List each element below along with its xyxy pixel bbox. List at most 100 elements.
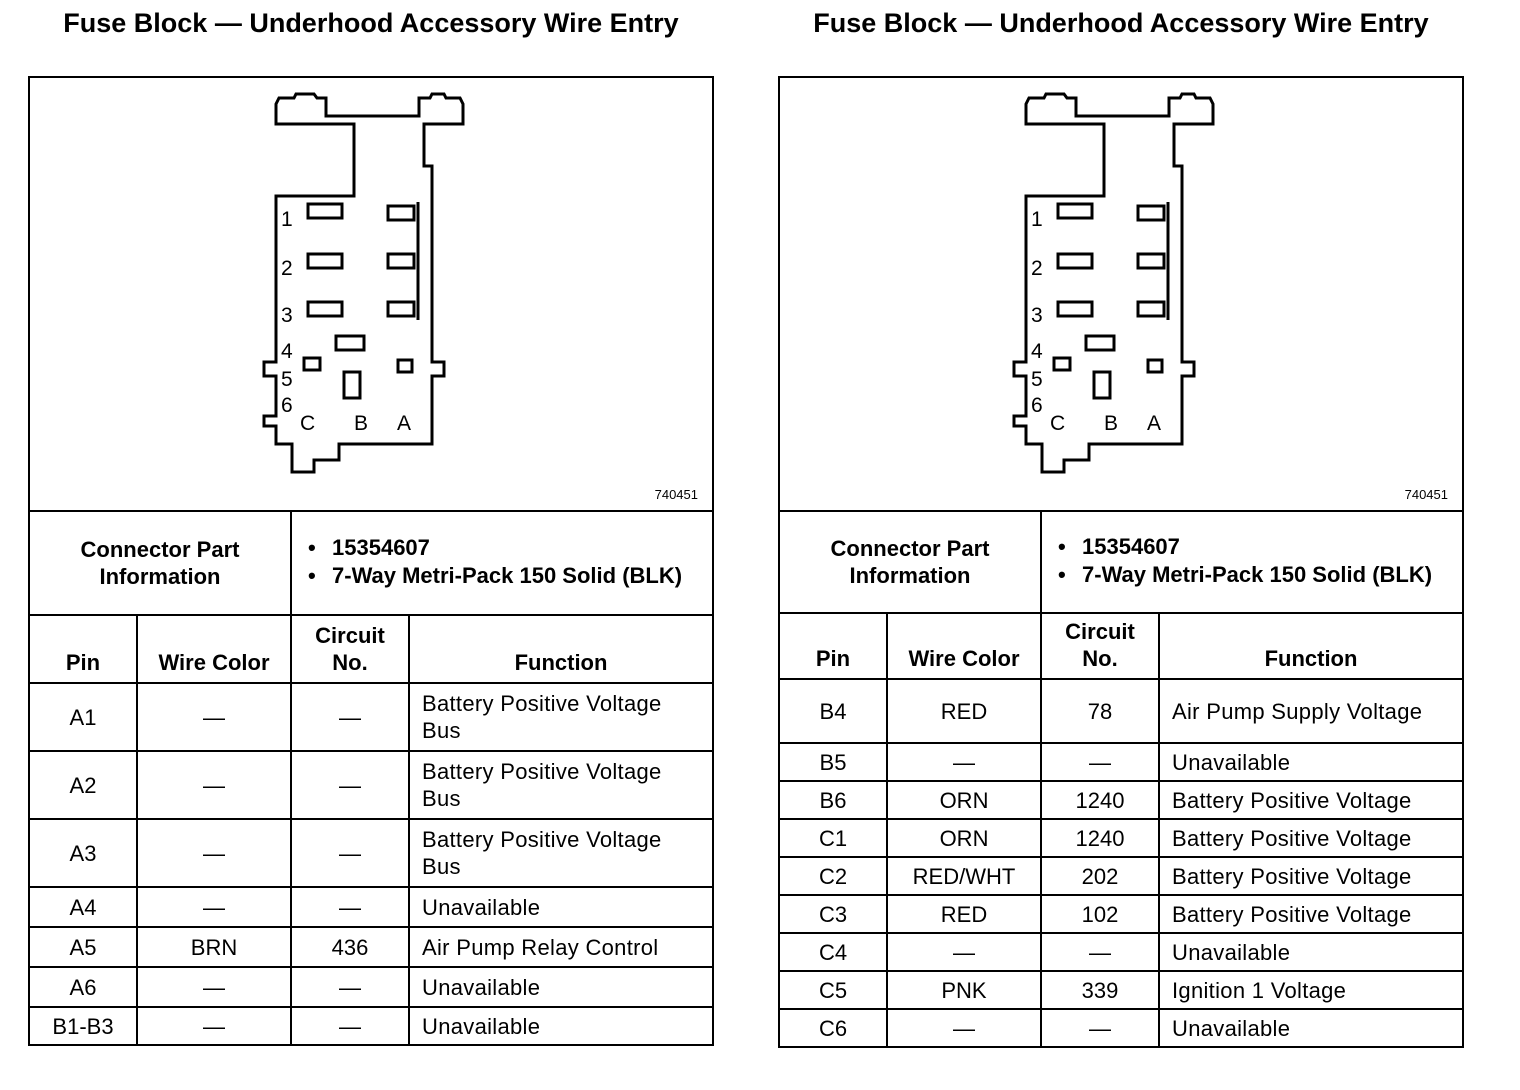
connector-part-number: 15354607: [308, 534, 704, 562]
header-function: Function: [1158, 612, 1464, 680]
table-row: A1 — — Battery Positive Voltage Bus: [28, 682, 714, 752]
diagram-row-label-6: 6: [1031, 394, 1043, 417]
wire-color-cell: BRN: [135, 926, 293, 968]
table-row: C1 ORN 1240 Battery Positive Voltage: [778, 818, 1464, 858]
function-cell: Unavailable: [1158, 1008, 1464, 1048]
wire-color-cell: —: [135, 818, 293, 888]
table-row: C4 — — Unavailable: [778, 932, 1464, 972]
wire-color-cell: ORN: [885, 818, 1043, 858]
diagram-row-label-3: 3: [1031, 304, 1043, 327]
function-cell: Unavailable: [1158, 932, 1464, 972]
table-row: C5 PNK 339 Ignition 1 Voltage: [778, 970, 1464, 1010]
circuit-cell: —: [1040, 742, 1161, 782]
panel-title: Fuse Block — Underhood Accessory Wire En…: [63, 8, 679, 38]
pin-cell: B1-B3: [28, 1006, 138, 1046]
wire-color-cell: —: [885, 932, 1043, 972]
pin-cell: A4: [28, 886, 138, 928]
diagram-row-label-3: 3: [281, 304, 293, 327]
diagram-col-label-c: C: [1050, 412, 1065, 435]
diagram-col-label-a: A: [1147, 412, 1161, 435]
table-row: A5 BRN 436 Air Pump Relay Control: [28, 926, 714, 968]
diagram-row-label-1: 1: [1031, 208, 1043, 231]
table-row: A4 — — Unavailable: [28, 886, 714, 928]
circuit-cell: 202: [1040, 856, 1161, 896]
wire-color-cell: RED: [885, 678, 1043, 744]
pin-cell: A3: [28, 818, 138, 888]
circuit-cell: —: [1040, 1008, 1161, 1048]
connector-face-drawing: 1 2 3 4 5 6 C B A: [1012, 92, 1215, 474]
table-row: C2 RED/WHT 202 Battery Positive Voltage: [778, 856, 1464, 896]
diagram-row-label-6: 6: [281, 394, 293, 417]
header-circuit: Circuit No.: [290, 614, 411, 684]
circuit-cell: 78: [1040, 678, 1161, 744]
header-pin: Pin: [28, 614, 138, 684]
diagram-row-label-4: 4: [1031, 340, 1043, 363]
function-cell: Battery Positive Voltage Bus: [408, 682, 714, 752]
connector-part-info: 15354607 7-Way Metri-Pack 150 Solid (BLK…: [1040, 510, 1464, 614]
function-cell: Ignition 1 Voltage: [1158, 970, 1464, 1010]
circuit-cell: 1240: [1040, 818, 1161, 858]
diagram-row-label-1: 1: [281, 208, 293, 231]
function-cell: Battery Positive Voltage: [1158, 856, 1464, 896]
connector-type: 7-Way Metri-Pack 150 Solid (BLK): [308, 562, 704, 590]
function-cell: Battery Positive Voltage: [1158, 780, 1464, 820]
connector-part-number: 15354607: [1058, 533, 1454, 561]
diagram-col-label-b: B: [354, 412, 368, 435]
function-cell: Unavailable: [408, 1006, 714, 1046]
pin-cell: B6: [778, 780, 888, 820]
function-cell: Air Pump Supply Voltage: [1158, 678, 1464, 744]
table-row: B5 — — Unavailable: [778, 742, 1464, 782]
table-row: C6 — — Unavailable: [778, 1008, 1464, 1048]
circuit-cell: 436: [290, 926, 411, 968]
wire-color-cell: —: [135, 966, 293, 1008]
circuit-cell: 1240: [1040, 780, 1161, 820]
header-wire-color: Wire Color: [135, 614, 293, 684]
function-cell: Battery Positive Voltage Bus: [408, 818, 714, 888]
circuit-cell: —: [290, 818, 411, 888]
header-function: Function: [408, 614, 714, 684]
pin-cell: C4: [778, 932, 888, 972]
circuit-cell: —: [1040, 932, 1161, 972]
diagram-col-label-a: A: [397, 412, 411, 435]
table-row: A2 — — Battery Positive Voltage Bus: [28, 750, 714, 820]
figure-number: 740451: [1404, 487, 1448, 502]
circuit-cell: —: [290, 886, 411, 928]
connector-panel-left: Fuse Block — Underhood Accessory Wire En…: [27, 0, 714, 1046]
pin-cell: C2: [778, 856, 888, 896]
diagram-row-label-2: 2: [281, 257, 293, 280]
connector-table: Connector Part Information 15354607 7-Wa…: [27, 510, 714, 1046]
connector-diagram: 1 2 3 4 5 6 C B A 740451: [28, 76, 714, 510]
connector-panel-right: Fuse Block — Underhood Accessory Wire En…: [777, 0, 1464, 1048]
connector-part-info: 15354607 7-Way Metri-Pack 150 Solid (BLK…: [290, 510, 714, 616]
table-row: B6 ORN 1240 Battery Positive Voltage: [778, 780, 1464, 820]
pin-cell: A5: [28, 926, 138, 968]
table-row: B1-B3 — — Unavailable: [28, 1006, 714, 1046]
table-row: C3 RED 102 Battery Positive Voltage: [778, 894, 1464, 934]
wire-color-cell: —: [135, 682, 293, 752]
connector-face-drawing: 1 2 3 4 5 6 C B A: [262, 92, 465, 474]
diagram-col-label-c: C: [300, 412, 315, 435]
pin-cell: C5: [778, 970, 888, 1010]
diagram-row-label-5: 5: [1031, 368, 1043, 391]
wire-color-cell: —: [135, 750, 293, 820]
pin-cell: A6: [28, 966, 138, 1008]
header-circuit: Circuit No.: [1040, 612, 1161, 680]
function-cell: Air Pump Relay Control: [408, 926, 714, 968]
pin-cell: C6: [778, 1008, 888, 1048]
pin-cell: A2: [28, 750, 138, 820]
connector-table: Connector Part Information 15354607 7-Wa…: [777, 510, 1464, 1048]
circuit-cell: —: [290, 682, 411, 752]
pin-cell: C3: [778, 894, 888, 934]
header-pin: Pin: [778, 612, 888, 680]
wire-color-cell: RED/WHT: [885, 856, 1043, 896]
wire-color-cell: RED: [885, 894, 1043, 934]
pin-cell: A1: [28, 682, 138, 752]
header-wire-color: Wire Color: [885, 612, 1043, 680]
circuit-cell: —: [290, 1006, 411, 1046]
table-row: A3 — — Battery Positive Voltage Bus: [28, 818, 714, 888]
wire-color-cell: —: [135, 1006, 293, 1046]
pin-cell: C1: [778, 818, 888, 858]
diagram-row-label-4: 4: [281, 340, 293, 363]
function-cell: Battery Positive Voltage: [1158, 818, 1464, 858]
connector-diagram: 1 2 3 4 5 6 C B A 740451: [778, 76, 1464, 510]
